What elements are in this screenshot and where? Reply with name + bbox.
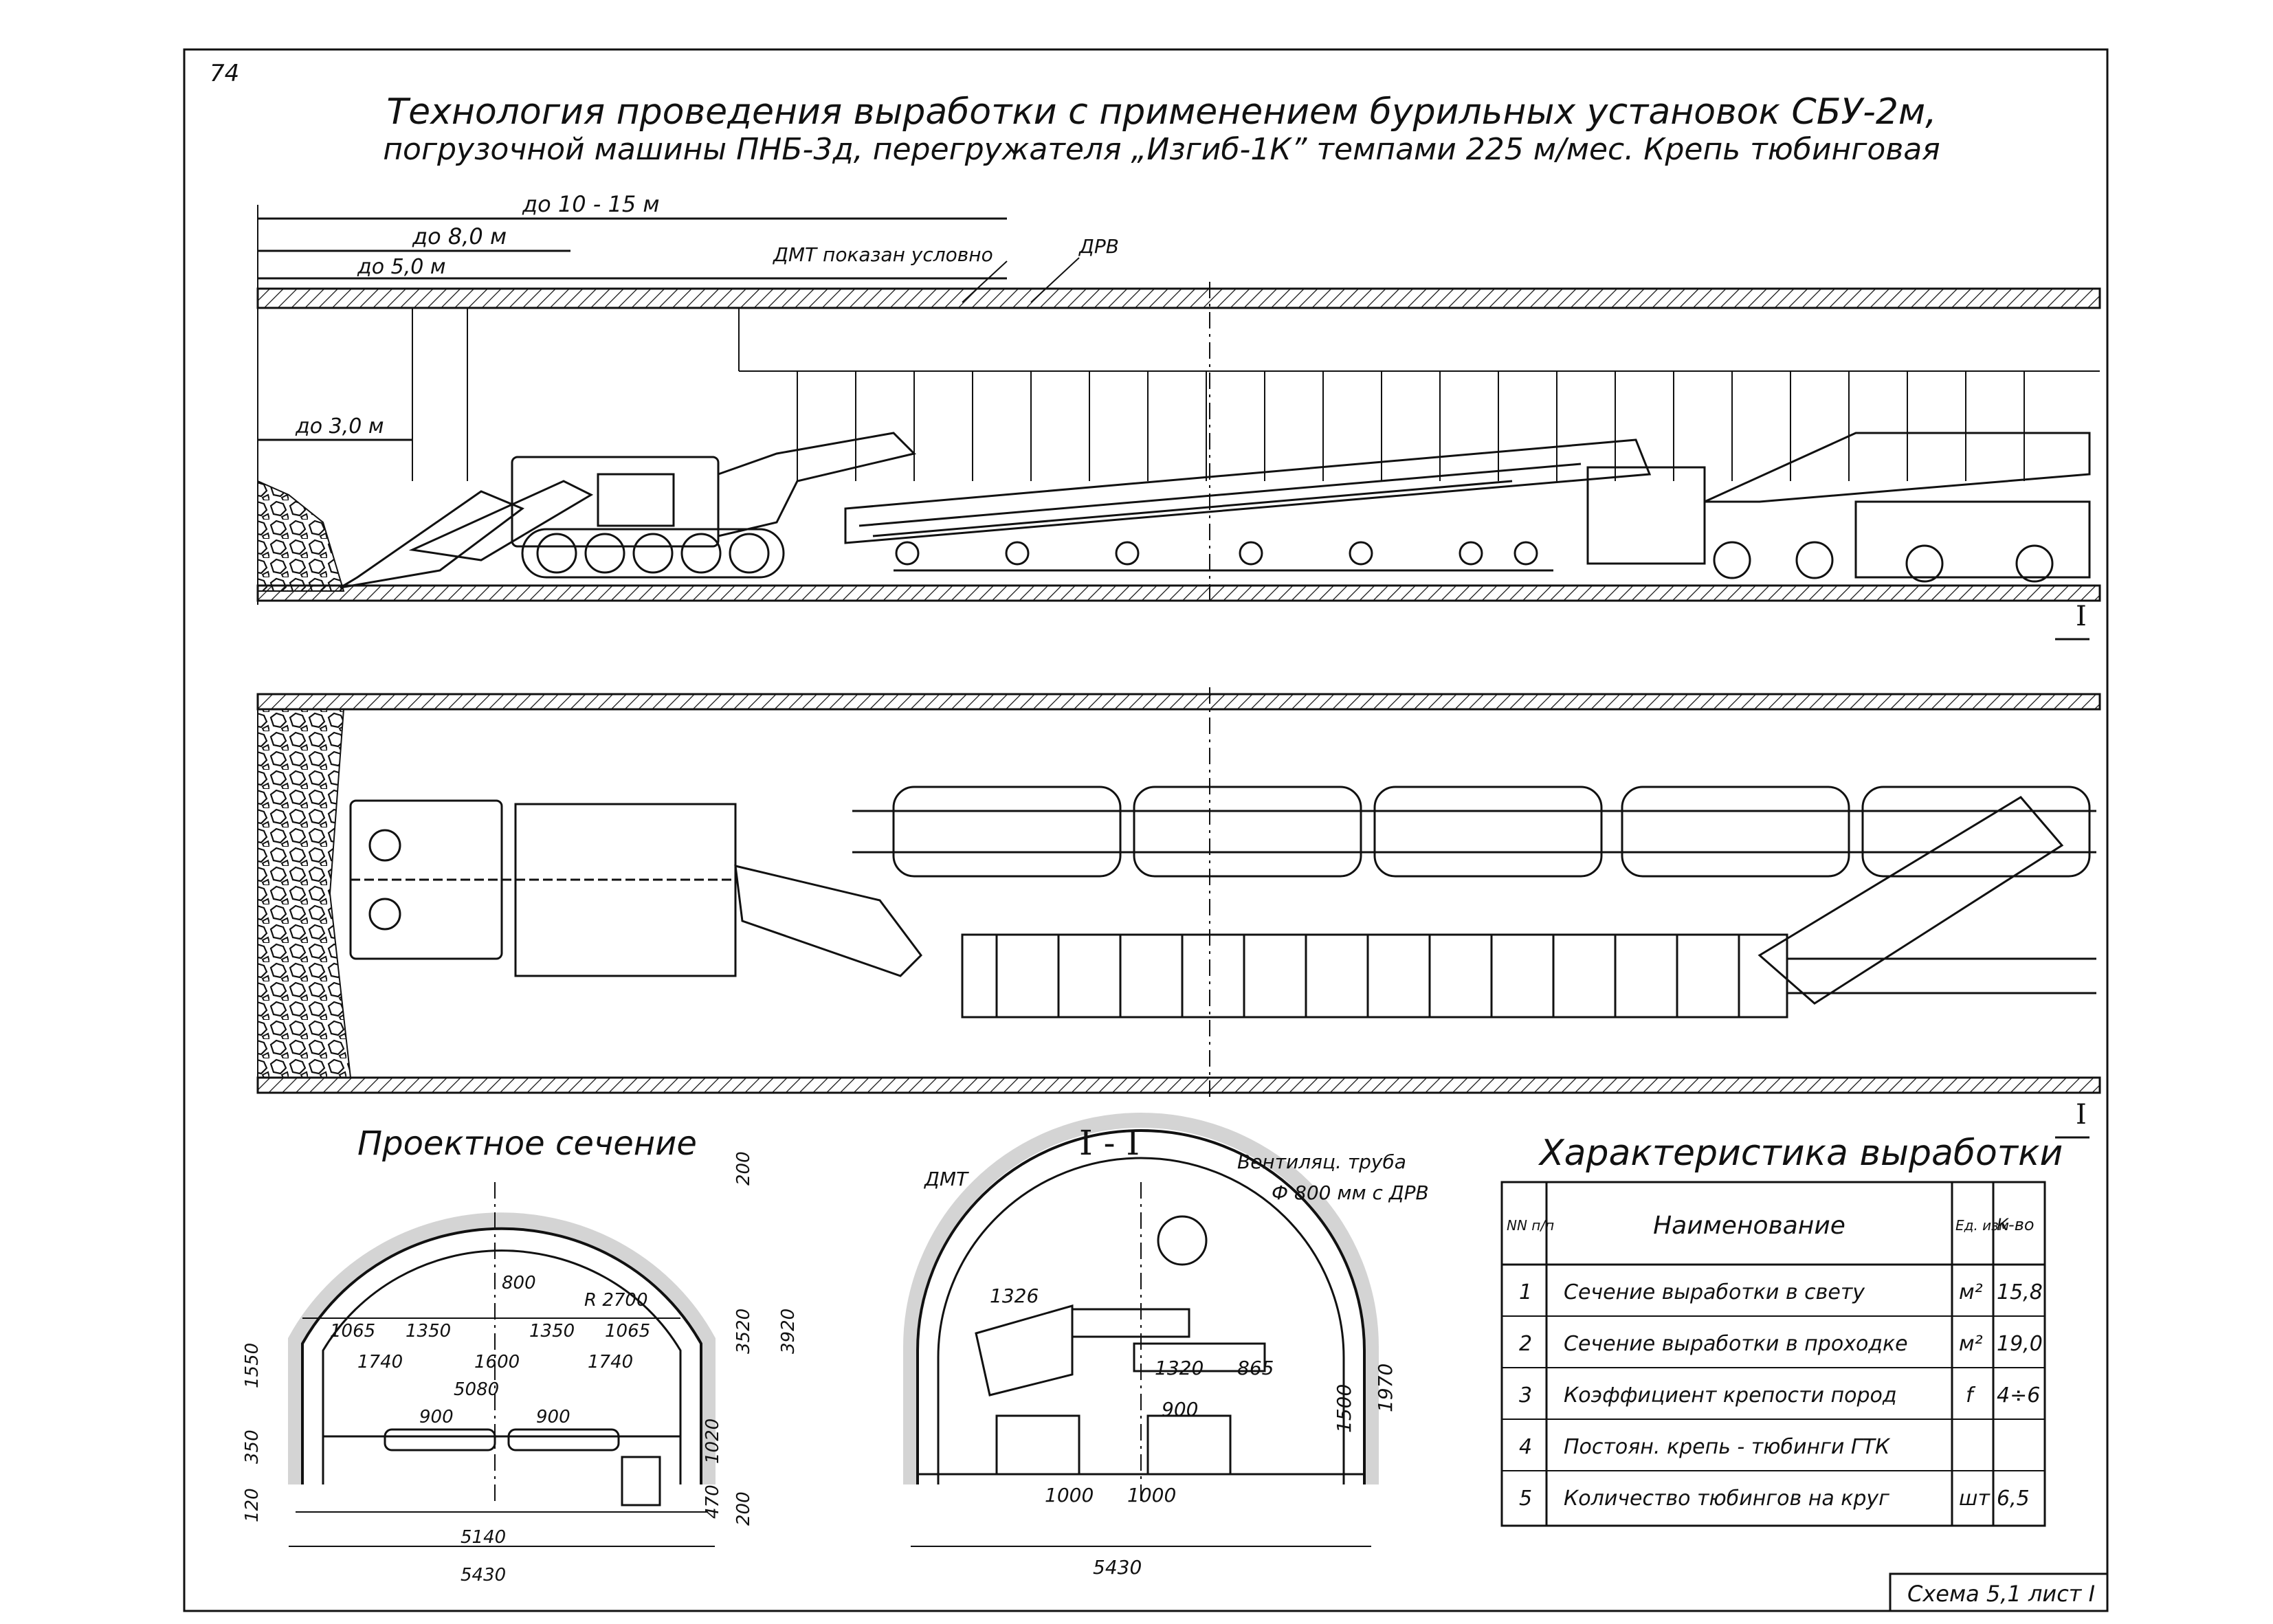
s11-dim-865: 865 [1237, 1357, 1274, 1379]
char-head-qty: К-во [1997, 1215, 2034, 1234]
dim-3m: до 3,0 м [295, 414, 384, 438]
drill-rig [975, 1304, 1266, 1476]
ds-dim-800: 800 [502, 1273, 536, 1293]
char-r2-unit: м² [1959, 1332, 1983, 1356]
s11-dim-1970: 1970 [1374, 1364, 1397, 1412]
ds-dim-3920: 3920 [778, 1309, 799, 1354]
ds-dim-200a: 200 [733, 1151, 754, 1186]
s11-dmt: ДМТ [923, 1168, 969, 1190]
char-r5-n: 5 [1519, 1487, 1532, 1511]
char-r5-name: Количество тюбингов на круг [1564, 1487, 1889, 1511]
s11-dim-1500: 1500 [1333, 1384, 1355, 1433]
ds-dim-3520: 3520 [733, 1309, 754, 1354]
ds-dim-1740a: 1740 [357, 1352, 403, 1372]
dmt-note: ДМТ показан условно [772, 243, 993, 266]
char-r5-qty: 6,5 [1997, 1487, 2030, 1511]
dim-8m: до 8,0 м [412, 223, 507, 249]
stamp-text: Схема 5,1 лист I [1907, 1581, 2095, 1607]
overloader [1586, 432, 2091, 583]
char-r4-n: 4 [1519, 1435, 1532, 1459]
char-r1-name: Сечение выработки в свету [1564, 1280, 1865, 1304]
ds-dim-900b: 900 [536, 1407, 570, 1427]
conveyor [844, 438, 1652, 572]
dim-10-15m: до 10 - 15 м [522, 191, 660, 217]
section-marker-top: I [2076, 601, 2087, 632]
char-r3-name: Коэффициент крепости пород [1564, 1383, 1897, 1408]
sheet-frame [183, 48, 2109, 1612]
char-r1-unit: м² [1959, 1280, 1983, 1304]
elevation-view: до 10 - 15 м до 8,0 м до 5,0 м ДМТ показ… [256, 191, 2101, 641]
ds-dim-5430: 5430 [461, 1565, 506, 1586]
char-r2-n: 2 [1519, 1332, 1532, 1356]
s11-dim-1326: 1326 [990, 1284, 1039, 1307]
char-r3-qty: 4÷6 [1997, 1383, 2040, 1408]
ds-dim-1550: 1550 [242, 1343, 263, 1388]
char-title: Характеристика выработки [1538, 1133, 2063, 1174]
s11-vent-1: Вентиляц. труба [1237, 1150, 1406, 1173]
section-marker-bottom: I [2076, 1099, 2087, 1131]
ds-dim-120: 120 [242, 1488, 263, 1522]
ds-dim-1020: 1020 [702, 1419, 723, 1464]
char-r4-name: Постоян. крепь - тюбинги ГТК [1564, 1435, 1891, 1459]
ds-dim-1350a: 1350 [406, 1321, 451, 1342]
ds-dim-350: 350 [242, 1430, 263, 1464]
char-r1-n: 1 [1519, 1280, 1532, 1304]
mine-cars [852, 786, 2096, 878]
ds-dim-470: 470 [702, 1484, 723, 1519]
design-section-title: Проектное сечение [357, 1124, 697, 1163]
loading-machine-plan [349, 799, 922, 977]
ds-dim-1600: 1600 [474, 1352, 520, 1372]
ds-dim-200b: 200 [733, 1491, 754, 1526]
s11-dim-1000b: 1000 [1127, 1484, 1176, 1506]
ds-dim-5080: 5080 [454, 1379, 499, 1400]
char-r1-qty: 15,8 [1997, 1280, 2043, 1304]
ds-dim-900a: 900 [419, 1407, 454, 1427]
char-head-nn: NN п/п [1507, 1217, 1554, 1234]
design-section: Проектное сечение 800 R 2700 1065 1350 1… [242, 1124, 799, 1586]
title-line-2: погрузочной машины ПНБ-3д, перегружателя… [383, 132, 1940, 167]
plan-view: I [256, 687, 2101, 1139]
s11-dim-1320: 1320 [1155, 1357, 1204, 1379]
char-r5-unit: шт [1959, 1487, 1991, 1511]
char-r3-n: 3 [1519, 1383, 1532, 1408]
ds-dim-r2700: R 2700 [584, 1290, 648, 1311]
char-r2-qty: 19,0 [1997, 1332, 2043, 1356]
char-r3-unit: f [1966, 1383, 1976, 1408]
ds-dim-1350b: 1350 [529, 1321, 575, 1342]
dim-5m: до 5,0 м [357, 255, 446, 279]
drv-label: ДРВ [1078, 235, 1119, 258]
loading-machine [340, 432, 916, 589]
s11-dim-1000a: 1000 [1045, 1484, 1094, 1506]
stamp-box [1889, 1572, 2109, 1612]
characteristics: Характеристика выработки NN п/п Наименов… [1500, 1133, 2063, 1527]
s11-dim-900: 900 [1162, 1398, 1198, 1421]
ds-dim-1065b: 1065 [605, 1321, 650, 1342]
title-line-1: Технология проведения выработки с примен… [386, 91, 1936, 133]
char-head-name: Наименование [1653, 1212, 1845, 1240]
conveyor-plan [961, 796, 2096, 1019]
section-1-1: I - I ДМТ Вентиляц. труба Ф 800 мм с ДРВ… [903, 1113, 1429, 1579]
ds-dim-5140: 5140 [461, 1527, 506, 1548]
ds-dim-1065a: 1065 [330, 1321, 375, 1342]
s11-dim-5430: 5430 [1093, 1556, 1142, 1579]
ds-dim-1740b: 1740 [588, 1352, 633, 1372]
char-head-unit: Ед. изм [1955, 1217, 2009, 1234]
char-r2-name: Сечение выработки в проходке [1564, 1332, 1908, 1356]
page-number: 74 [210, 60, 239, 87]
s11-vent-2: Ф 800 мм с ДРВ [1272, 1181, 1429, 1204]
